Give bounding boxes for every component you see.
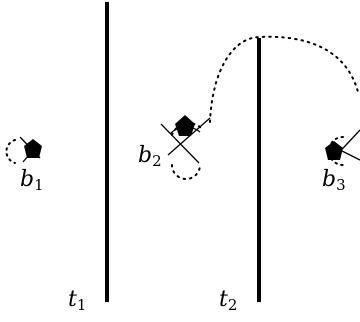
dotted-circle-b2-lower bbox=[171, 164, 201, 180]
crossing-line-b3-2 bbox=[339, 149, 360, 161]
crossing-line-b2 bbox=[160, 123, 200, 164]
point-b2 bbox=[160, 115, 211, 180]
pentagon-marker-b3 bbox=[325, 141, 343, 160]
crossing-line-b2-2 bbox=[167, 117, 211, 156]
point-b3 bbox=[325, 129, 360, 166]
dotted-circle-b3 bbox=[328, 136, 344, 166]
label-t2: t2 bbox=[219, 287, 237, 314]
pentagon-marker-b1 bbox=[24, 139, 42, 158]
label-b3: b3 bbox=[322, 167, 346, 194]
pentagon-marker-b2 bbox=[175, 115, 195, 136]
point-b1 bbox=[5, 136, 42, 164]
label-b2: b2 bbox=[138, 143, 162, 170]
label-t1: t1 bbox=[68, 287, 86, 314]
dotted-circle-b1 bbox=[5, 139, 16, 164]
dotted-arc bbox=[209, 35, 359, 123]
label-b1: b1 bbox=[20, 167, 44, 194]
